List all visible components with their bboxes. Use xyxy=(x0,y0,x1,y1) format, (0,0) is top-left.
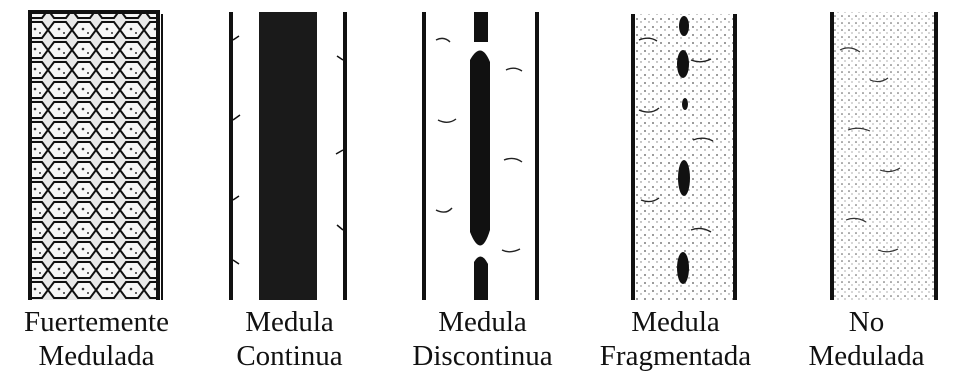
hair-strongly-medullated-illustration xyxy=(0,0,193,300)
panel-fuertemente-medulada: Fuertemente Medulada xyxy=(0,0,193,376)
hair-non-medullated-illustration xyxy=(770,0,963,300)
panel-no-medulada: No Medulada xyxy=(770,0,963,376)
hair-fragmented-medulla-illustration xyxy=(579,0,772,300)
caption-line2: Fragmentada xyxy=(579,339,772,373)
caption-line2: Continua xyxy=(193,339,386,373)
caption: Medula Continua xyxy=(193,305,386,373)
caption: Medula Fragmentada xyxy=(579,305,772,373)
caption: Fuertemente Medulada xyxy=(0,305,193,373)
hair-discontinuous-medulla-illustration xyxy=(386,0,579,300)
caption-line2: Medulada xyxy=(0,339,193,373)
caption: Medula Discontinua xyxy=(386,305,579,373)
caption-line1: Fuertemente xyxy=(0,305,193,339)
caption-line2: Medulada xyxy=(770,339,963,373)
panel-medula-fragmentada: Medula Fragmentada xyxy=(579,0,772,376)
hair-continuous-medulla-illustration xyxy=(193,0,386,300)
caption-line1: Medula xyxy=(386,305,579,339)
caption-line1: Medula xyxy=(579,305,772,339)
caption-line2: Discontinua xyxy=(386,339,579,373)
caption-line1: Medula xyxy=(193,305,386,339)
caption: No Medulada xyxy=(770,305,963,373)
panel-medula-discontinua: Medula Discontinua xyxy=(386,0,579,376)
panel-medula-continua: Medula Continua xyxy=(193,0,386,376)
caption-line1: No xyxy=(770,305,963,339)
